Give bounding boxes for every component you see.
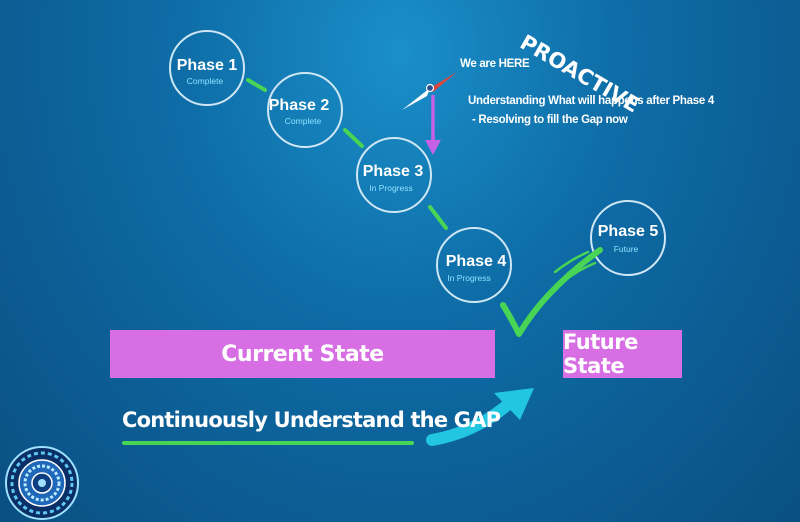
motion-stroke-1 (553, 250, 590, 274)
note-line-1: Understanding What will happens after Ph… (468, 95, 714, 107)
phase-5-node: Phase 5 Future (590, 200, 666, 276)
current-state-box: Current State (110, 330, 495, 378)
gap-label: Continuously Understand the GAP (122, 408, 501, 432)
future-state-label: Future State (563, 330, 638, 378)
phase-5-status: Future (614, 244, 639, 254)
phase-4-node: Phase 4 In Progress (436, 227, 512, 303)
phase-3-title: Phase 3 (363, 163, 424, 180)
note-line-2: - Resolving to fill the Gap now (472, 114, 628, 126)
marker-label: We are HERE (460, 58, 530, 70)
mandala-logo-icon (5, 446, 79, 520)
checkmark-icon (500, 247, 603, 337)
phase-1-status: Complete (187, 76, 224, 86)
phase-2-title: Phase 2 (269, 97, 330, 114)
down-arrow-icon (425, 95, 441, 155)
phase-4-title: Phase 4 (446, 253, 507, 270)
connector-3-4 (428, 205, 448, 230)
phase-3-node: Phase 3 In Progress (356, 137, 432, 213)
phase-3-status: In Progress (369, 183, 412, 193)
future-state-box: Future State (563, 330, 682, 378)
compass-needle-icon (402, 72, 457, 110)
gap-underline (122, 441, 414, 445)
phase-5-title: Phase 5 (598, 223, 659, 240)
phase-1-title: Phase 1 (177, 57, 238, 74)
phase-1-node: Phase 1 Complete (169, 30, 245, 106)
phase-2-status: Complete (285, 116, 322, 126)
phase-2-node: Phase 2 Complete (267, 72, 343, 148)
phase-4-status: In Progress (447, 273, 490, 283)
connector-1-2 (246, 78, 267, 92)
motion-stroke-2 (561, 261, 597, 284)
gap-arrow-icon (426, 388, 534, 446)
connector-2-3 (343, 128, 364, 148)
current-state-label: Current State (221, 341, 384, 367)
